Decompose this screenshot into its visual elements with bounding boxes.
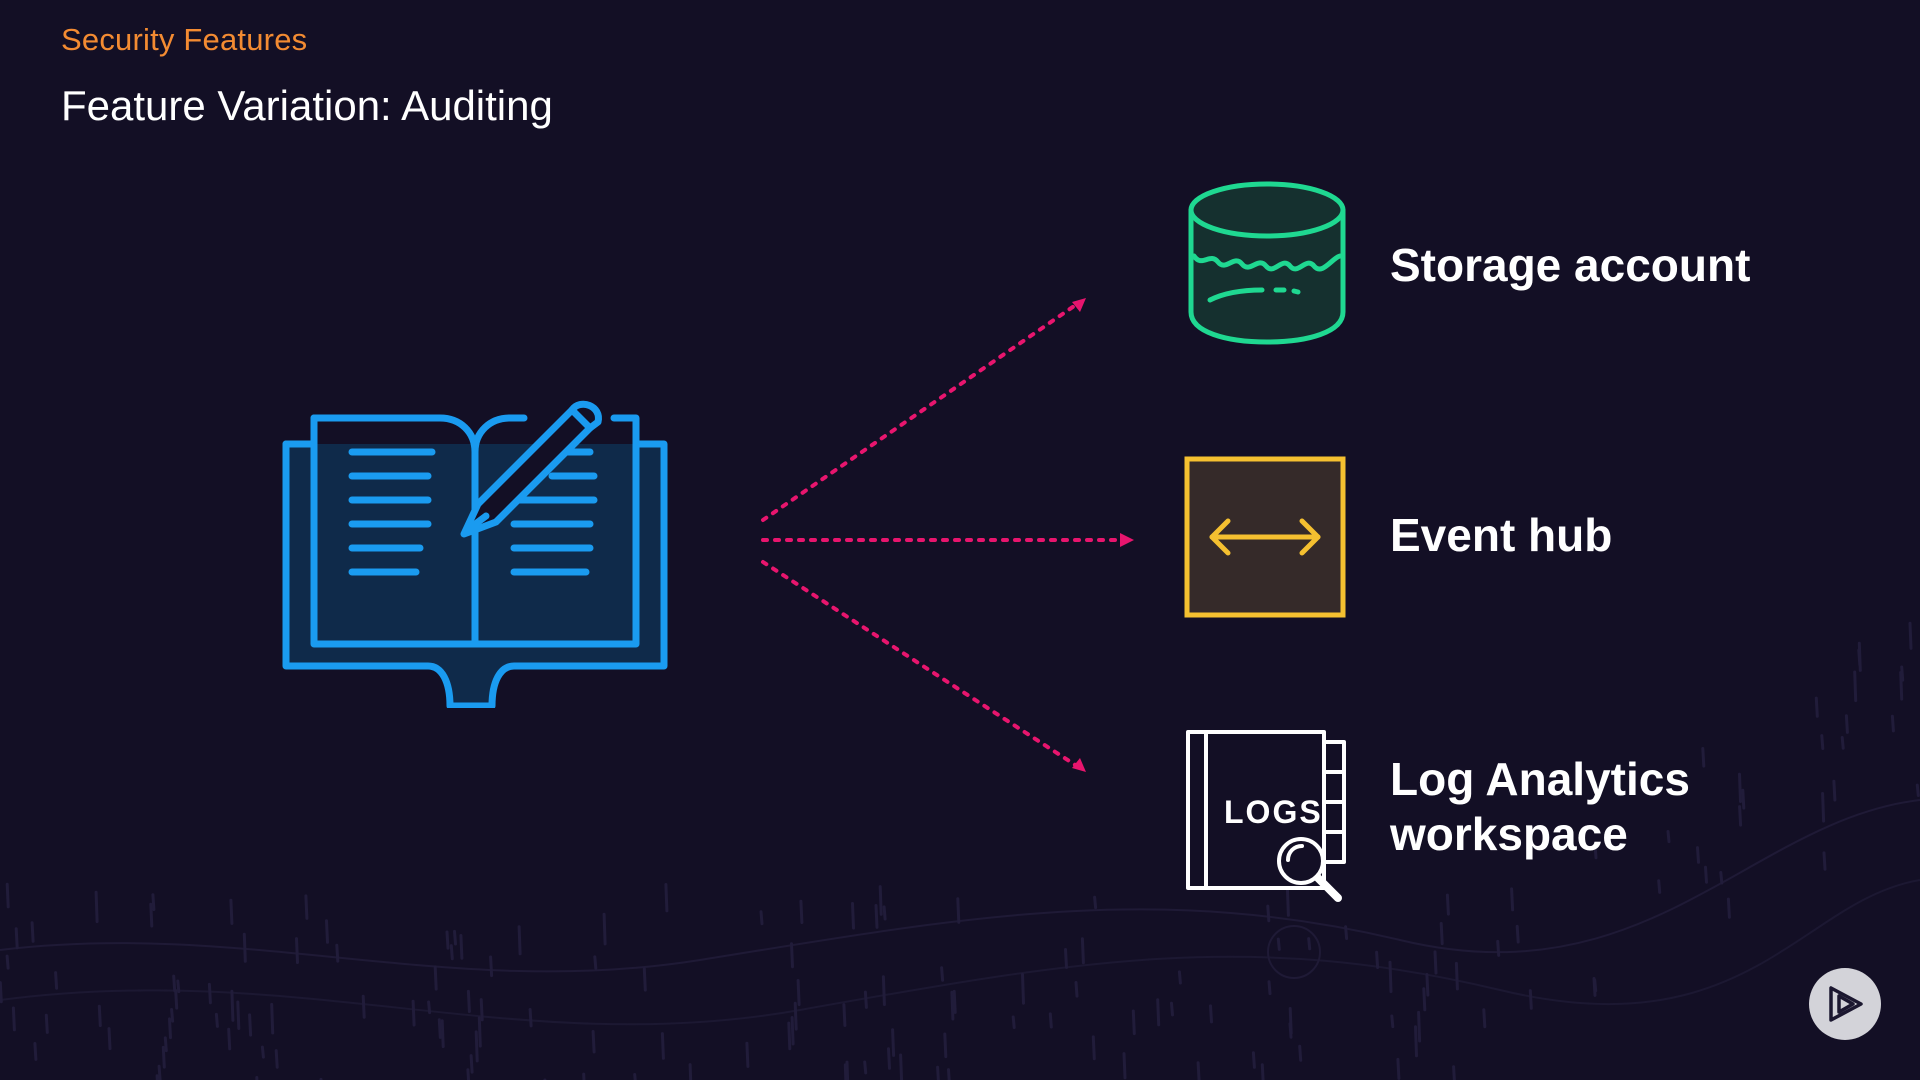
logs-icon-text: LOGS	[1224, 794, 1323, 830]
slide-title: Feature Variation: Auditing	[61, 82, 553, 129]
play-logo-button[interactable]	[1809, 968, 1881, 1040]
storage-account-icon	[1188, 181, 1346, 345]
event-hub-label: Event hub	[1390, 509, 1613, 561]
arrow-to-storage	[761, 300, 1082, 522]
play-logo-icon	[1829, 986, 1863, 1022]
arrow-to-log-analytics	[761, 560, 1082, 770]
event-hub-icon	[1184, 456, 1346, 618]
log-analytics-label-line2: workspace	[1390, 808, 1628, 860]
storage-account-label: Storage account	[1390, 239, 1751, 291]
section-label: Security Features	[61, 22, 308, 57]
log-analytics-label-line1: Log Analytics	[1390, 753, 1690, 805]
log-analytics-icon: LOGS	[1186, 730, 1346, 902]
flow-arrows	[761, 298, 1134, 772]
audit-book-pencil-icon	[282, 400, 668, 708]
log-analytics-label: Log Analytics workspace	[1390, 752, 1690, 862]
